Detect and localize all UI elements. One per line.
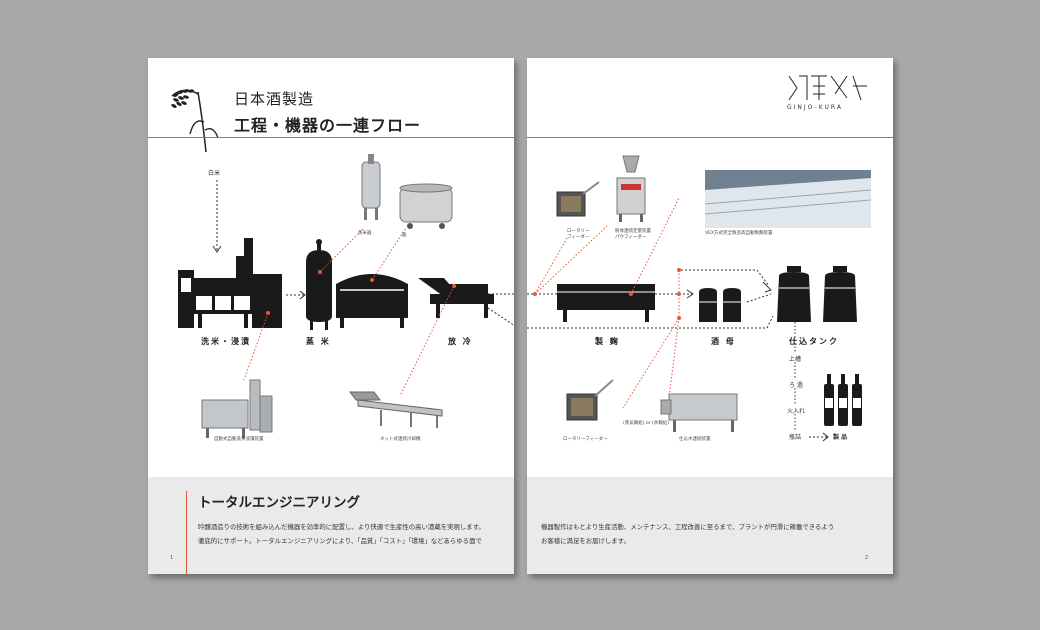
- rotary1-label: ロータリー フィーダー: [567, 229, 590, 240]
- steamer-photo: [361, 154, 381, 220]
- steamer-vessel-icon: [306, 239, 332, 330]
- header-rule-right: [527, 137, 893, 138]
- footer-heading: トータルエンジニアリング: [198, 495, 360, 511]
- vex-photo: [704, 170, 872, 228]
- powder-feeder-photo: [616, 155, 646, 222]
- rice-ear-icon: [171, 89, 219, 153]
- footer-text-right-2: お客様に満足をお届けします。: [541, 537, 630, 545]
- finish-step-1: 上槽: [789, 356, 802, 363]
- mixer-photo: [660, 393, 738, 432]
- stage-koji: 製 麹: [595, 337, 620, 346]
- flow-lines-right: [527, 197, 774, 409]
- finish-step-3: 火入れ: [787, 408, 806, 415]
- arrow-wash-steam: [286, 290, 306, 300]
- footer-rule: [186, 491, 187, 574]
- stage-wash: 洗米・浸漬: [201, 337, 251, 346]
- powder-label: 粉体連続定量装置 パウフィーダー: [615, 229, 651, 240]
- cool-to-koji-connector: [487, 293, 514, 326]
- footer-text-right-1: 機器製作はもとより生産活動、メンテナンス、工程改善に至るまで、プラントが円滑に稼…: [541, 523, 835, 531]
- finish-chain-line: [794, 322, 796, 430]
- steam-vat-icon: [336, 274, 408, 328]
- header-rule: [148, 137, 514, 138]
- steamer2-label: 甑: [402, 233, 407, 238]
- rotary-feeder-photo-2: [566, 379, 614, 421]
- left-page: 日本酒製造 工程・機器の一連フロー 白米 洗米・浸漬 蒸 米: [148, 58, 514, 574]
- footer-band-right: 機器製作はもとより生産活動、メンテナンス、工程改善に至るまで、プラントが円滑に稼…: [527, 477, 893, 574]
- stage-moto: 酒 母: [711, 337, 736, 346]
- ginjo-kura-logo: [788, 75, 867, 101]
- title-line-2: 工程・機器の一連フロー: [234, 116, 422, 135]
- rotary-feeder-photo-1: [556, 181, 600, 217]
- footer-band-left: トータルエンジニアリング 吟醸酒造りの技術を組み込んだ機器を効率的に配置し、より…: [148, 477, 514, 574]
- bottles-icon: [824, 374, 862, 426]
- title-line-1: 日本酒製造: [234, 90, 315, 108]
- washing-machine-icon: [178, 238, 282, 328]
- moto-tank-icon: [699, 288, 741, 322]
- steam-vat-photo: [399, 183, 453, 229]
- mixer-label: 仕込水連続装置: [679, 437, 711, 442]
- stage-cool: 放 冷: [448, 337, 473, 346]
- equipment-link-lines: [243, 227, 456, 397]
- right-page: GINJO-KURA 製 麹 酒 母 仕込タンク 上槽 ろ 過 火入れ 瓶詰: [527, 58, 893, 574]
- rotary2-label: ロータリーフィーダー: [563, 437, 608, 442]
- stage-tank: 仕込タンク: [789, 337, 839, 346]
- conveyor-photo: [349, 391, 443, 428]
- koji-machine-icon: [557, 284, 655, 322]
- footer-text-left-2: 徹底的にサポート。トータルエンジニアリングにより、「品質」「コスト」「環境」など…: [198, 537, 482, 545]
- mix-note: (蒸気麹処) or (水麹処): [623, 421, 669, 426]
- bottle-arrow: [809, 432, 829, 442]
- start-label: 白米: [208, 170, 221, 177]
- page-number-left: 1: [170, 555, 174, 561]
- product-label: 製 品: [833, 434, 848, 441]
- steamer1-label: 蒸米器: [358, 231, 372, 236]
- conveyor-label: ネット式連続冷却機: [380, 437, 421, 442]
- cooler-icon: [418, 278, 494, 318]
- finish-step-4: 瓶詰: [789, 434, 802, 441]
- washer-label: 自動式自動洗米浸漬装置: [214, 437, 264, 442]
- start-arrow: [212, 180, 222, 253]
- page-number-right: 2: [865, 555, 869, 561]
- vex-label: VEX方式完全製造高自動製麹装置: [705, 231, 773, 236]
- stage-steam: 蒸 米: [306, 337, 331, 346]
- finish-step-2: ろ 過: [789, 382, 803, 389]
- footer-text-left-1: 吟醸酒造りの技術を組み込んだ機器を効率的に配置し、より快適で生産性の高い酒蔵を実…: [198, 523, 485, 531]
- main-tank-icon: [777, 266, 857, 322]
- washer-photo: [201, 379, 273, 438]
- logo-text: GINJO-KURA: [787, 104, 843, 111]
